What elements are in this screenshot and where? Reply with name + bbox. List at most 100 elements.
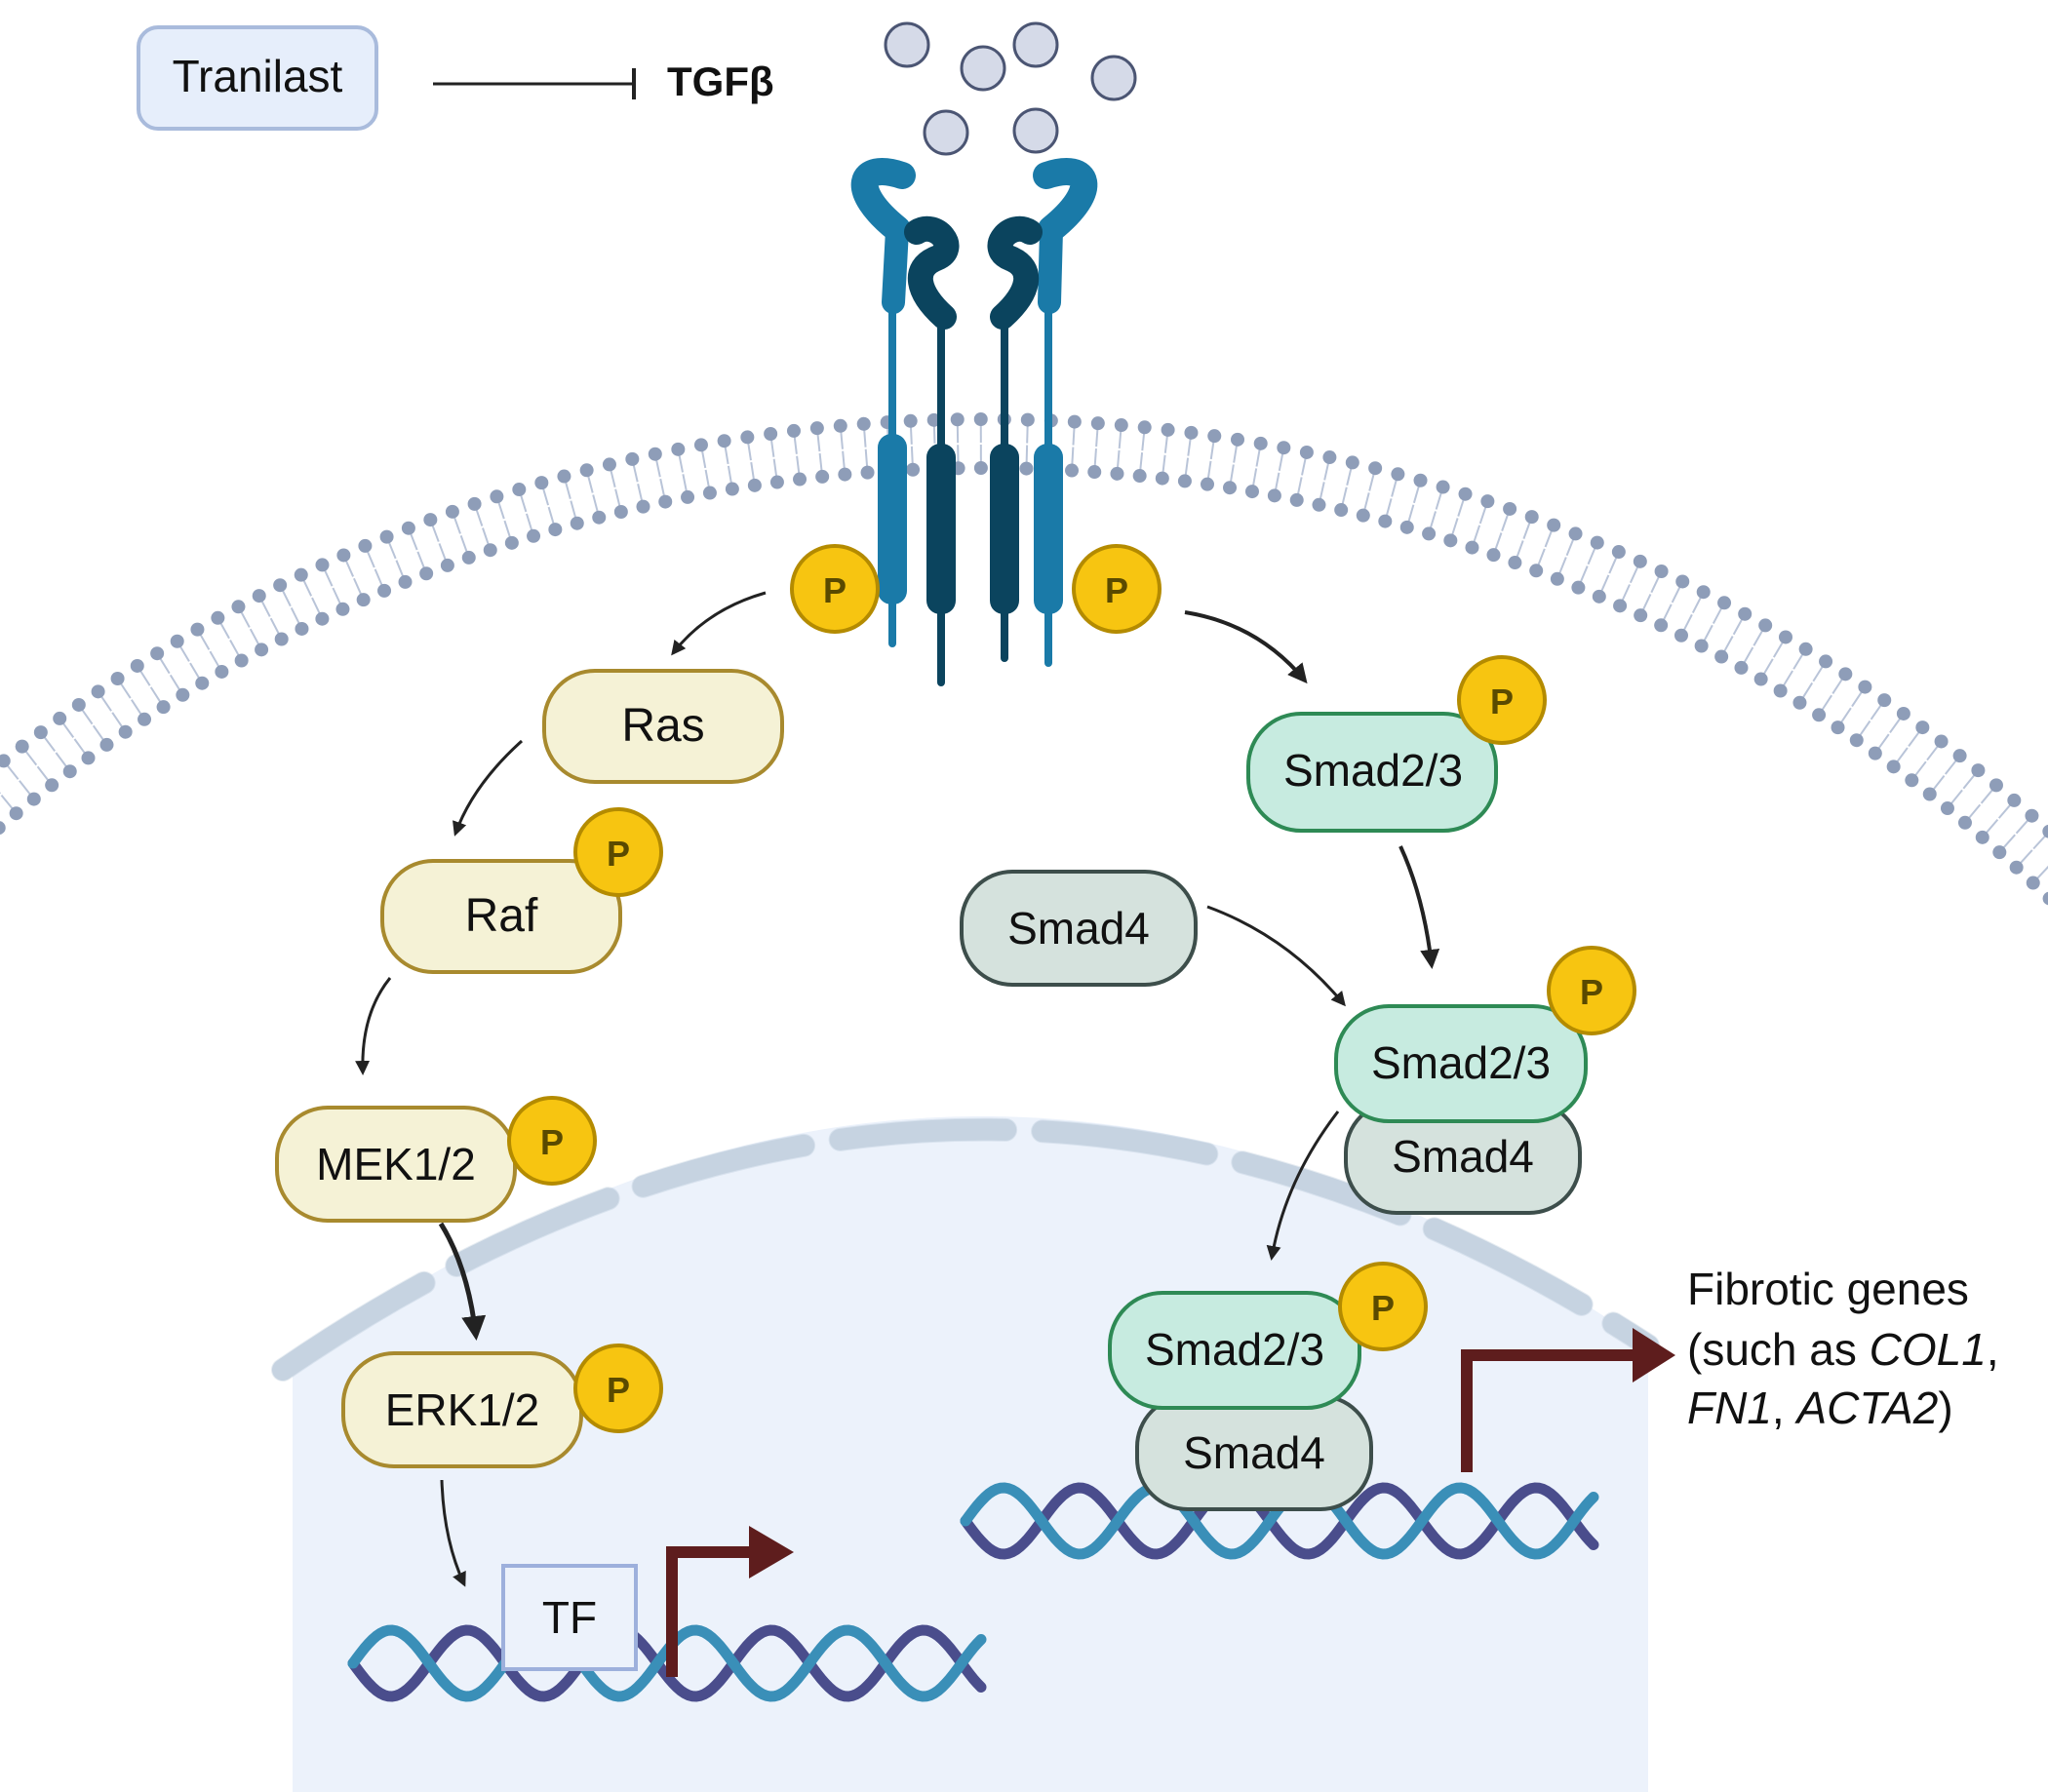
lipid-head	[1934, 734, 1949, 749]
lipid-head	[1087, 465, 1102, 480]
fibrotic-genes-label: Fibrotic genes (such as COL1, FN1, ACTA2…	[1687, 1264, 1999, 1433]
lipid-head	[15, 739, 29, 754]
arrow-ras-to-raf	[453, 739, 524, 837]
lipid-head	[504, 535, 519, 550]
lipid-head	[1155, 471, 1169, 486]
lipid-head	[717, 434, 731, 448]
transcription-arrow-right	[1461, 1328, 1675, 1472]
lipid-head	[401, 521, 415, 535]
lipid-head	[1480, 494, 1495, 509]
lipid-head	[1289, 492, 1304, 507]
lipid-head	[856, 416, 871, 431]
svg-text:P: P	[1580, 972, 1603, 1012]
lipid-head	[2026, 876, 2040, 890]
complex-phospho: P	[1547, 946, 1636, 1035]
lipid-head	[419, 566, 434, 581]
smad-complex-nucleus: Smad4 Smad2/3 P	[1108, 1262, 1428, 1511]
lipid-head	[1356, 508, 1370, 523]
lipid-head	[1819, 654, 1833, 669]
lipid-head	[570, 516, 584, 530]
lipid-head	[45, 778, 59, 793]
lipid-head	[315, 611, 330, 626]
lipid-head	[62, 764, 77, 779]
raf-phospho: P	[573, 807, 663, 897]
lipid-head	[1465, 540, 1479, 555]
lipid-head	[99, 737, 114, 752]
lipid-head	[1436, 480, 1450, 494]
lipid-head	[809, 421, 824, 436]
svg-text:P: P	[823, 570, 847, 610]
lipid-head	[1792, 695, 1807, 710]
lipid-head	[1896, 706, 1910, 721]
lipid-head	[1019, 461, 1034, 476]
lipid-head	[625, 451, 640, 466]
tgf-beta-ligands	[884, 21, 1137, 156]
mapk-arrows	[355, 591, 767, 1587]
lipid-head	[1503, 501, 1517, 516]
svg-text:P: P	[1371, 1288, 1395, 1328]
lipid-head	[377, 583, 392, 598]
tranilast-box	[137, 25, 378, 131]
smad4-cytoplasm: Smad4	[960, 870, 1198, 987]
lipid-head	[176, 687, 190, 702]
erk-phospho: P	[573, 1344, 663, 1433]
lipid-head	[1675, 574, 1690, 589]
svg-text:P: P	[607, 1370, 630, 1410]
ras-protein: Ras	[542, 669, 784, 784]
lipid-head	[1368, 461, 1383, 476]
lipid-head	[833, 418, 847, 433]
lipid-head	[1611, 545, 1626, 560]
transcription-arrow-left	[666, 1526, 794, 1677]
lipid-head	[461, 550, 476, 565]
lipid-head	[534, 476, 549, 490]
lipid-head	[1547, 518, 1561, 532]
complex-smad23-label: Smad2/3	[1371, 1037, 1551, 1088]
lipid-head	[1633, 554, 1647, 568]
lipid-head	[1922, 787, 1937, 801]
lipid-head	[1634, 608, 1648, 623]
smad-arrows	[1184, 610, 1440, 1261]
receptor-type2-left	[850, 158, 916, 647]
erk-label: ERK1/2	[385, 1384, 540, 1435]
lipid-head	[815, 469, 830, 484]
lipid-head	[211, 610, 225, 625]
lipid-head	[1184, 425, 1199, 440]
tgf-beta-receptor	[850, 158, 1098, 686]
lipid-head	[255, 643, 269, 657]
lipid-head	[613, 504, 628, 519]
lipid-head	[440, 558, 454, 572]
receptor-type1-left	[904, 215, 960, 686]
lipid-head	[1971, 763, 1986, 778]
lipid-head	[234, 653, 249, 668]
erk-protein: ERK1/2 P	[341, 1344, 663, 1468]
receptor-phospho-right: P	[1072, 544, 1162, 634]
lipid-head	[1868, 746, 1882, 760]
lipid-head	[1886, 760, 1901, 774]
nuclear-complex-phospho: P	[1338, 1262, 1428, 1351]
lipid-head	[130, 658, 144, 673]
ligand-particle	[884, 21, 930, 68]
ligand-particle	[1012, 107, 1059, 154]
lipid-head	[1838, 667, 1853, 682]
nuclear-smad4-label: Smad4	[1183, 1427, 1325, 1478]
lipid-head	[0, 821, 6, 835]
lipid-head	[1137, 420, 1152, 435]
lipid-head	[1952, 749, 1967, 763]
lipid-head	[1207, 429, 1222, 444]
lipid-head	[1940, 801, 1954, 816]
lipid-head	[335, 602, 350, 616]
ligand-particle	[960, 45, 1006, 92]
lipid-head	[1714, 649, 1729, 664]
lipid-head	[1877, 693, 1892, 708]
lipid-head	[1231, 432, 1245, 447]
tranilast-label: Tranilast	[173, 51, 343, 101]
lipid-head	[231, 600, 246, 614]
lipid-head	[903, 413, 918, 428]
lipid-head	[658, 494, 673, 509]
lipid-head	[1161, 422, 1175, 437]
lipid-head	[1571, 580, 1586, 595]
lipid-head	[273, 578, 288, 593]
lipid-head	[693, 438, 708, 452]
lipid-head	[1391, 467, 1405, 482]
lipid-head	[1200, 477, 1214, 491]
